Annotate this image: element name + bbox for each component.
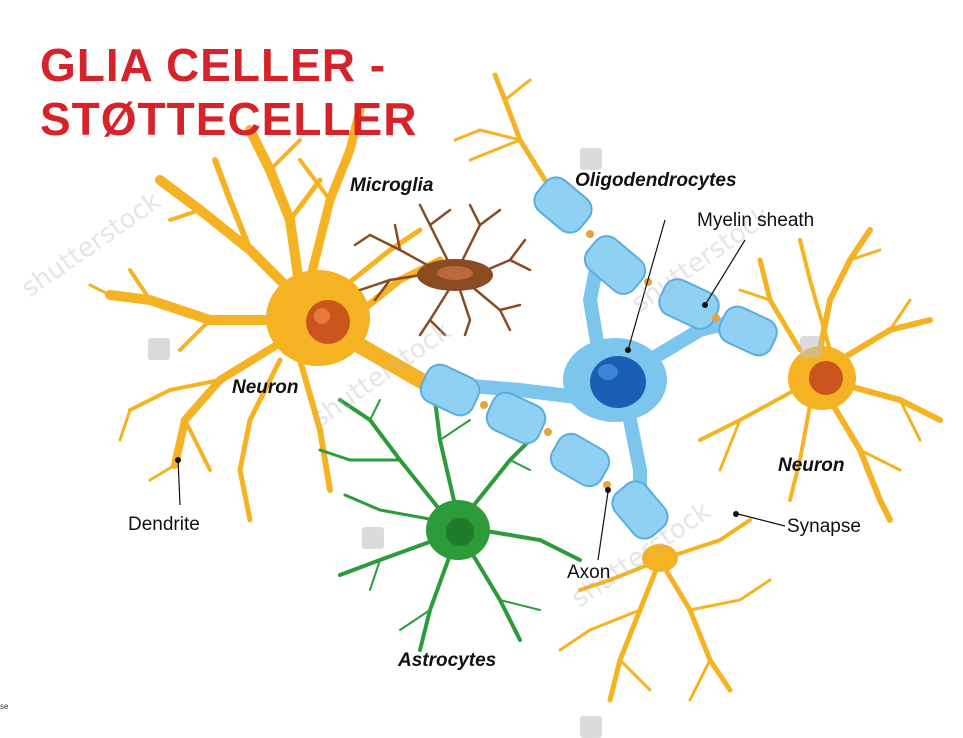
oligodendrocyte-nucleus — [590, 356, 646, 408]
label-dendrite: Dendrite — [128, 514, 200, 536]
label-neuron-right: Neuron — [778, 455, 845, 477]
neuron-right-nucleus — [809, 361, 843, 395]
label-astrocytes: Astrocytes — [398, 650, 496, 672]
label-oligodendrocytes: Oligodendrocytes — [575, 170, 737, 192]
watermark-icon — [580, 716, 602, 738]
page-title-line-2: STØTTECELLER — [40, 96, 417, 142]
neuron-left-nucleus — [306, 300, 350, 344]
watermark-icon — [148, 338, 170, 360]
label-microglia: Microglia — [350, 175, 433, 197]
oligodendrocyte-nucleus-highlight — [598, 364, 618, 380]
watermark-icon — [580, 148, 602, 170]
label-synapse: Synapse — [787, 516, 861, 538]
astrocyte-nucleus — [446, 518, 474, 546]
footer-fragment: se — [0, 702, 8, 711]
label-neuron-left: Neuron — [232, 377, 299, 399]
label-axon: Axon — [567, 562, 610, 584]
neuron-top-dendrites — [455, 75, 545, 180]
watermark-icon — [362, 527, 384, 549]
neuron-left-nucleus-highlight — [314, 308, 330, 324]
microglia-nucleus — [437, 266, 473, 280]
watermark-icon — [800, 336, 822, 358]
label-myelin-sheath: Myelin sheath — [697, 210, 814, 232]
page-title-line-1: GLIA CELLER - — [40, 42, 386, 88]
